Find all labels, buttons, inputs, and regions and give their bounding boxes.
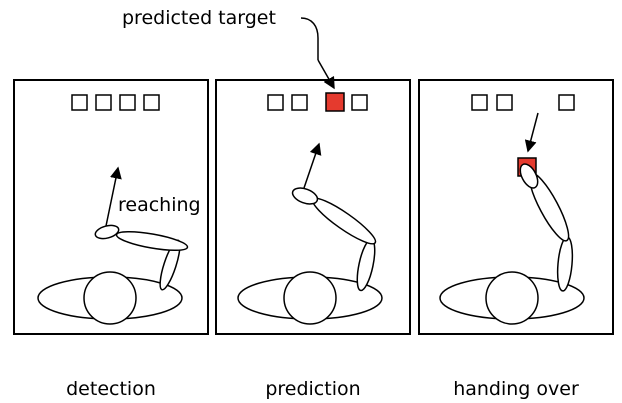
pointing-arrow	[524, 112, 539, 153]
target-boxes	[267, 92, 368, 112]
predicted-target-arrow	[317, 59, 335, 90]
hand	[291, 187, 319, 205]
head	[83, 271, 137, 325]
panel-frame	[418, 79, 614, 335]
predicted-target-connector	[300, 17, 319, 60]
caption-prediction: prediction	[265, 378, 360, 400]
target-box	[267, 94, 284, 111]
upper-arm	[556, 236, 574, 292]
head	[283, 271, 337, 325]
target-box	[143, 94, 160, 111]
target-box	[119, 94, 136, 111]
predicted-target-label: predicted target	[122, 7, 276, 29]
upper-arm	[356, 238, 376, 292]
reaching-arrow	[303, 142, 322, 189]
panel-frame	[215, 79, 411, 335]
head	[485, 271, 539, 325]
target-boxes	[71, 94, 160, 111]
caption-detection: detection	[66, 378, 156, 400]
target-box	[351, 94, 368, 111]
target-box	[71, 94, 88, 111]
panel-frame	[13, 79, 209, 335]
forearm	[311, 197, 377, 245]
human-figure	[237, 187, 383, 325]
panel-prediction	[215, 79, 411, 335]
target-box	[291, 94, 308, 111]
human-figure	[439, 157, 585, 325]
target-box	[471, 94, 488, 111]
target-box	[496, 94, 513, 111]
caption-handing-over: handing over	[453, 378, 579, 400]
forearm	[115, 230, 189, 252]
reaching-arrow	[105, 166, 122, 227]
hand	[94, 224, 120, 240]
hand	[519, 163, 539, 189]
target-boxes	[471, 94, 575, 111]
reaching-label: reaching	[118, 194, 201, 216]
panel-handing-over	[418, 79, 614, 335]
target-box	[95, 94, 112, 111]
human-figure	[37, 224, 189, 325]
panel-detection: reaching	[13, 79, 209, 335]
target-box	[558, 94, 575, 111]
predicted-target-box	[325, 92, 345, 112]
